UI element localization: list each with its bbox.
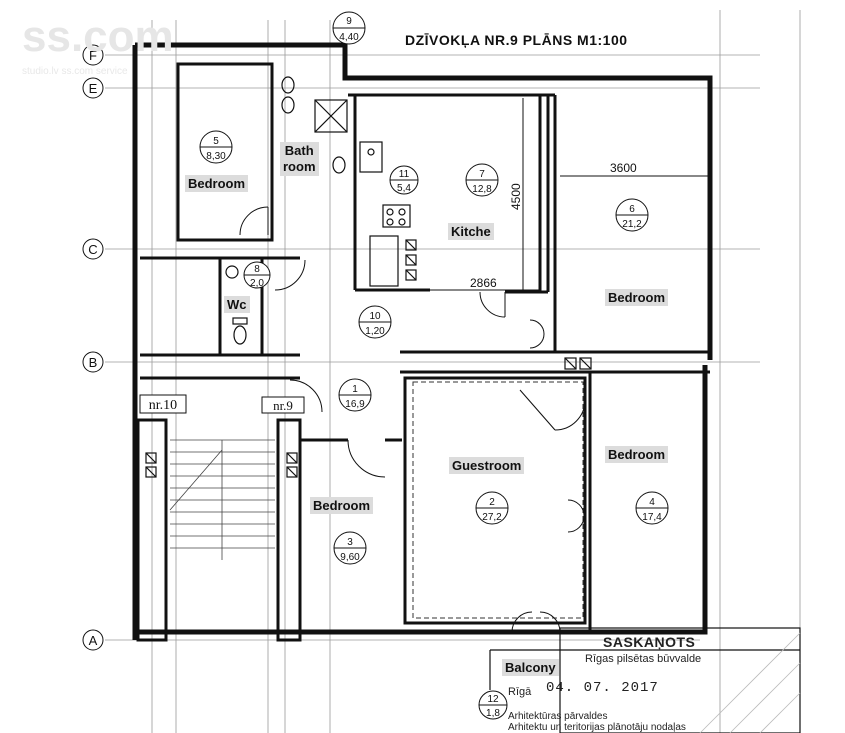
room-area: 2,0 [250, 278, 264, 289]
room-label-bedroom-sw: Bedroom [310, 497, 374, 514]
outer-walls [132, 42, 713, 640]
room-number: 10 [369, 311, 381, 322]
room-number: 2 [489, 497, 495, 508]
axis-bubble-a [82, 629, 104, 651]
plan-title: DZĪVOKĻA NR.9 PLĀNS M1:100 [405, 32, 628, 48]
doors [239, 206, 586, 633]
apartment-tag-nr10: nr.10 [149, 398, 177, 413]
room-label-balcony: Balcony [502, 659, 559, 676]
apartment-tag-nr9: nr.9 [273, 398, 293, 413]
dimension-lines [430, 98, 710, 291]
room-label-kitchen: Kitche [448, 223, 494, 240]
vent-shafts [145, 99, 592, 478]
guestroom-outline [412, 381, 584, 619]
room-number: 8 [254, 264, 260, 275]
axis-letter: B [89, 355, 98, 370]
axis-letter: C [88, 242, 97, 257]
room-area: 5,4 [397, 183, 411, 194]
axis-letter: E [89, 81, 98, 96]
interior-walls [136, 62, 710, 642]
room-area: 12,8 [472, 184, 492, 195]
watermark: ss.com [22, 12, 174, 61]
room-number: 11 [399, 169, 410, 180]
room-number: 7 [479, 169, 485, 180]
axis-number: 9 [346, 16, 352, 27]
room-number: 5 [213, 136, 219, 147]
axis-bubble-c [82, 238, 104, 260]
axis-bubble-f [82, 44, 104, 66]
dimension-3600: 3600 [610, 161, 637, 175]
room-label-guestroom: Guestroom [449, 457, 525, 474]
room-circles [199, 130, 669, 720]
axis-bubbles [82, 11, 366, 651]
stamp-line3: Arhitektu un teritorijas plānotāju nodaļ… [508, 722, 686, 733]
watermark-sub: studio.lv ss.com service [22, 66, 128, 77]
stamp-line2: Arhitektūras pārvaldes [508, 711, 608, 722]
room-area: 1,8 [486, 708, 500, 719]
fixtures [225, 76, 411, 345]
axis-letter: F [89, 48, 97, 63]
room-area: 16,9 [345, 399, 365, 410]
stamp-hatch [699, 632, 801, 733]
room-area: 27,2 [482, 512, 502, 523]
dimension-4500: 4500 [509, 183, 523, 210]
stamp-frame [489, 627, 801, 733]
room-number: 12 [487, 694, 499, 705]
room-label-bedroom-e: Bedroom [605, 446, 669, 463]
room-label-bedroom-nw: Bedroom [185, 175, 249, 192]
room-area: 9,60 [340, 552, 360, 563]
axis-bubble-b [82, 351, 104, 373]
staircase [169, 439, 275, 560]
room-number: 6 [629, 204, 635, 215]
dimension-2866: 2866 [470, 276, 497, 290]
room-label-wc: Wc [224, 296, 250, 313]
tag-frame-nr10 [139, 394, 187, 414]
room-area: 8,30 [206, 151, 226, 162]
axis-bubble-e [82, 77, 104, 99]
room-number: 3 [347, 537, 353, 548]
room-area: 17,4 [642, 512, 662, 523]
stamp-line1: Rīgas pilsētas būvvalde [585, 653, 702, 665]
room-area: 1,20 [365, 326, 385, 337]
room-label-bedroom-ne: Bedroom [605, 289, 669, 306]
axis-number-value: 4,40 [339, 32, 359, 43]
room-label-bathroom: Bath room [280, 142, 319, 176]
room-number: 1 [352, 384, 358, 395]
room-area: 21,2 [622, 219, 642, 230]
stamp-prefix: Rīgā [508, 686, 532, 698]
axis-letter: A [89, 633, 98, 648]
stamp-heading: SASKAŅOTS [603, 634, 696, 650]
stamp-date: 04. 07. 2017 [546, 680, 659, 696]
tag-frame-nr9 [261, 396, 305, 414]
room-number: 4 [649, 497, 655, 508]
